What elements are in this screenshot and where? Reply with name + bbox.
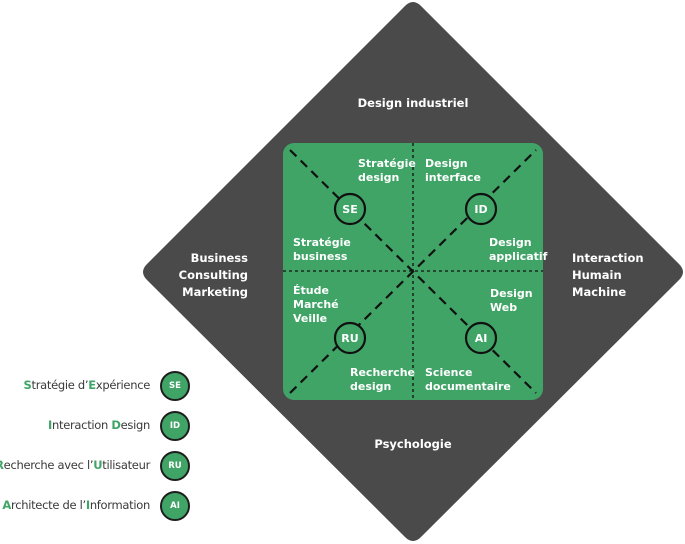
label-line: applicatif bbox=[489, 250, 548, 263]
legend-initial: I bbox=[48, 418, 53, 432]
label-design-industriel: Design industriel bbox=[358, 96, 469, 110]
legend-text-part: tratégie d’ bbox=[31, 378, 89, 392]
node-id-label: ID bbox=[474, 203, 487, 216]
legend-badge: ID bbox=[160, 411, 190, 441]
legend-initial: A bbox=[2, 498, 12, 512]
label-line: Marché bbox=[293, 298, 339, 311]
label-business: Business bbox=[191, 251, 249, 265]
label-line: Design bbox=[425, 157, 468, 170]
label-business-group: Business Consulting Marketing bbox=[179, 251, 249, 299]
legend-label: Architecte de l’Information bbox=[2, 498, 150, 512]
label-line: Design bbox=[489, 236, 532, 249]
label-science-documentaire: Science documentaire bbox=[425, 366, 511, 393]
label-strategie-design: Stratégie design bbox=[358, 157, 416, 184]
label-line: documentaire bbox=[425, 380, 511, 393]
legend-badge: AI bbox=[160, 491, 190, 521]
label-design-applicatif: Design applicatif bbox=[489, 236, 548, 263]
label-humain: Humain bbox=[572, 268, 622, 282]
label-design-interface: Design interface bbox=[425, 157, 481, 184]
label-recherche-design: Recherche design bbox=[350, 366, 415, 393]
label-line: Recherche bbox=[350, 366, 415, 379]
node-ai-label: AI bbox=[475, 332, 488, 345]
legend-text-part: nteraction bbox=[52, 418, 112, 432]
label-interaction: Interaction bbox=[572, 251, 644, 265]
node-se-label: SE bbox=[342, 203, 357, 216]
label-psychologie: Psychologie bbox=[374, 437, 451, 451]
label-strategie-business: Stratégie business bbox=[293, 236, 351, 263]
label-etude-marche-veille: Étude Marché Veille bbox=[293, 284, 339, 325]
label-line: Science bbox=[425, 366, 473, 379]
legend-text-part: nformation bbox=[89, 498, 150, 512]
label-line: interface bbox=[425, 171, 481, 184]
legend-initial: R bbox=[0, 458, 4, 472]
label-line: Étude bbox=[293, 284, 329, 297]
legend-text-part: esign bbox=[120, 418, 151, 432]
label-line: Stratégie bbox=[293, 236, 351, 249]
legend-initial: U bbox=[93, 458, 103, 472]
label-line: Veille bbox=[293, 312, 327, 325]
label-line: Web bbox=[490, 301, 517, 314]
legend-text-part: echerche avec l’ bbox=[3, 458, 94, 472]
legend-label: Interaction Design bbox=[48, 418, 150, 432]
node-se: SE bbox=[333, 192, 367, 226]
legend-text-part: xpérience bbox=[95, 378, 150, 392]
legend-text-part: rchitecte de l’ bbox=[11, 498, 86, 512]
label-design-web: Design Web bbox=[490, 287, 533, 314]
legend-badge: RU bbox=[160, 451, 190, 481]
label-line: design bbox=[358, 171, 399, 184]
legend-label: Recherche avec l’Utilisateur bbox=[0, 458, 150, 472]
node-ru: RU bbox=[333, 321, 367, 355]
label-ihm-group: Interaction Humain Machine bbox=[572, 251, 644, 299]
legend-initial: I bbox=[85, 498, 90, 512]
label-machine: Machine bbox=[572, 285, 626, 299]
label-line: Design bbox=[490, 287, 533, 300]
legend-initial: D bbox=[111, 418, 121, 432]
diagonal-ru-id bbox=[289, 149, 537, 394]
legend-initial: E bbox=[88, 378, 96, 392]
node-ai: AI bbox=[464, 321, 498, 355]
label-line: Stratégie bbox=[358, 157, 416, 170]
label-line: design bbox=[350, 380, 391, 393]
label-consulting: Consulting bbox=[179, 268, 248, 282]
legend-badge: SE bbox=[160, 371, 190, 401]
legend-label: Stratégie d’Expérience bbox=[23, 378, 151, 392]
label-line: business bbox=[293, 250, 348, 263]
label-marketing: Marketing bbox=[182, 285, 248, 299]
node-ru-label: RU bbox=[341, 332, 358, 345]
legend-text-part: tilisateur bbox=[102, 458, 150, 472]
legend-initial: S bbox=[23, 378, 32, 392]
node-id: ID bbox=[464, 192, 498, 226]
